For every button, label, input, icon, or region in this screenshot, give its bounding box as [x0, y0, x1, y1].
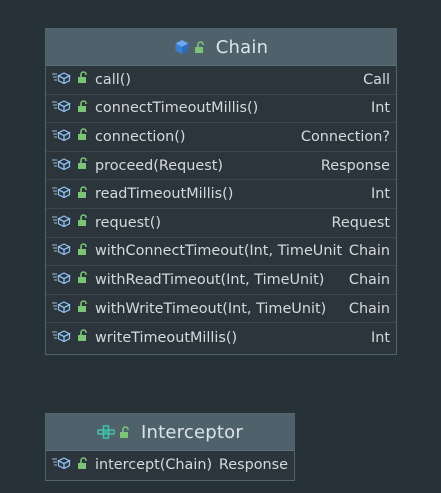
- public-lock-icon: [119, 425, 131, 439]
- public-lock-icon: [77, 457, 89, 474]
- abstract-method-icon: [51, 186, 75, 202]
- return-type: Response: [320, 157, 390, 174]
- method-name: proceed(Request): [95, 157, 223, 174]
- public-lock-icon: [77, 300, 89, 317]
- method-row[interactable]: writeTimeoutMillis() Int: [46, 323, 396, 352]
- method-row[interactable]: request() Request: [46, 209, 396, 238]
- method-icons: [51, 157, 95, 174]
- return-type: Int: [370, 329, 390, 346]
- interceptor-class-title: Interceptor: [141, 421, 243, 443]
- public-lock-icon: [77, 100, 89, 117]
- abstract-method-icon: [51, 129, 75, 145]
- method-name: writeTimeoutMillis(): [95, 329, 238, 346]
- public-lock-icon: [77, 185, 89, 203]
- return-type: Connection?: [300, 128, 390, 145]
- method-icons: [51, 243, 95, 260]
- method-row[interactable]: intercept(Chain) Response: [46, 451, 294, 480]
- abstract-method-icon: [51, 243, 75, 259]
- abstract-method-icon: [51, 272, 75, 288]
- public-lock-icon: [77, 243, 89, 260]
- return-type: Request: [331, 214, 390, 231]
- method-row[interactable]: withReadTimeout(Int, TimeUnit) Chain: [46, 266, 396, 295]
- return-type: Call: [363, 71, 390, 88]
- public-lock-icon: [77, 128, 89, 145]
- method-row[interactable]: proceed(Request) Response: [46, 152, 396, 181]
- interceptor-method-list: intercept(Chain) Response: [46, 451, 294, 480]
- method-row[interactable]: connection() Connection?: [46, 123, 396, 152]
- interceptor-class-box[interactable]: Interceptor intercept(Chain) Response: [45, 413, 295, 481]
- method-icons: [51, 128, 95, 145]
- return-type: Chain: [348, 300, 390, 317]
- interface-group-icon: [97, 425, 115, 439]
- public-lock-icon: [77, 271, 89, 288]
- method-name: request(): [95, 214, 161, 231]
- method-row[interactable]: call() Call: [46, 66, 396, 95]
- method-icons: [51, 271, 95, 288]
- abstract-method-icon: [51, 300, 75, 317]
- interface-cube-icon: [174, 39, 190, 55]
- abstract-method-icon: [51, 457, 75, 473]
- method-icons: [51, 214, 95, 231]
- return-type: Int: [370, 186, 390, 203]
- method-name: connectTimeoutMillis(): [95, 100, 259, 117]
- interceptor-class-header[interactable]: Interceptor: [46, 414, 294, 451]
- return-type: Chain: [348, 271, 390, 288]
- method-row[interactable]: readTimeoutMillis() Int: [46, 180, 396, 209]
- method-row[interactable]: withConnectTimeout(Int, TimeUnit) Chain: [46, 238, 396, 267]
- method-name: connection(): [95, 128, 186, 145]
- abstract-method-icon: [51, 329, 75, 346]
- public-lock-icon: [77, 329, 89, 346]
- method-row[interactable]: withWriteTimeout(Int, TimeUnit) Chain: [46, 295, 396, 324]
- abstract-method-icon: [51, 100, 75, 116]
- chain-class-box[interactable]: Chain call() Call connectTimeoutMillis() In…: [45, 28, 397, 355]
- return-type: Chain: [348, 243, 390, 260]
- method-icons: [51, 329, 95, 346]
- abstract-method-icon: [51, 215, 75, 231]
- method-name: intercept(Chain): [95, 457, 213, 474]
- method-icons: [51, 100, 95, 117]
- method-row[interactable]: connectTimeoutMillis() Int: [46, 95, 396, 124]
- public-lock-icon: [194, 40, 206, 54]
- chain-class-header[interactable]: Chain: [46, 29, 396, 66]
- abstract-method-icon: [51, 157, 75, 174]
- method-icons: [51, 457, 95, 474]
- return-type: Int: [370, 100, 390, 117]
- method-name: call(): [95, 71, 131, 88]
- method-name: withWriteTimeout(Int, TimeUnit): [95, 300, 327, 317]
- method-name: withConnectTimeout(Int, TimeUnit): [95, 243, 343, 260]
- method-icons: [51, 300, 95, 317]
- method-icons: [51, 71, 95, 88]
- public-lock-icon: [77, 157, 89, 174]
- method-name: withReadTimeout(Int, TimeUnit): [95, 271, 325, 288]
- method-name: readTimeoutMillis(): [95, 186, 234, 203]
- method-icons: [51, 185, 95, 203]
- chain-class-title: Chain: [215, 36, 269, 58]
- abstract-method-icon: [51, 72, 75, 88]
- return-type: Response: [218, 457, 288, 474]
- public-lock-icon: [77, 214, 89, 231]
- public-lock-icon: [77, 71, 89, 88]
